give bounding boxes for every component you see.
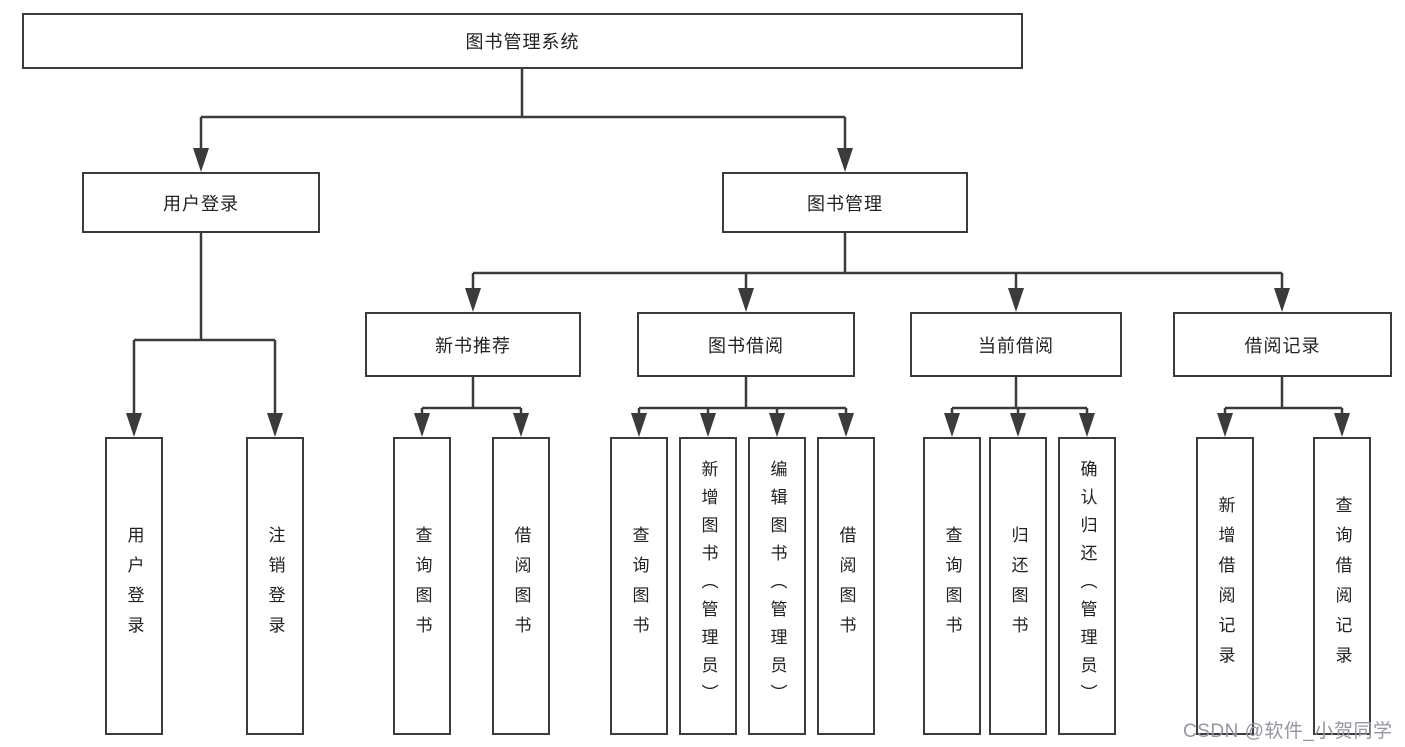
node-current-borrow: 当前借阅	[910, 312, 1122, 377]
node-borrow-records-label: 借阅记录	[1244, 335, 1321, 356]
leaf-borrow-query-books-label: 查询图书	[629, 526, 649, 646]
leaf-newbook-borrow-books: 借阅图书	[492, 437, 550, 735]
leaf-current-query-books-label: 查询图书	[942, 526, 962, 646]
leaf-current-confirm-return-admin: 确认归还（管理员）	[1058, 437, 1116, 735]
leaf-current-return-books: 归还图书	[989, 437, 1047, 735]
node-user-login-branch-label: 用户登录	[163, 193, 239, 214]
leaf-logout-label: 注销登录	[265, 526, 285, 646]
leaf-borrow-query-books: 查询图书	[610, 437, 668, 735]
node-book-borrow: 图书借阅	[637, 312, 855, 377]
leaf-borrow-add-books-admin-label: 新增图书（管理员）	[698, 460, 718, 712]
node-root-system: 图书管理系统	[22, 13, 1023, 69]
leaf-borrow-add-books-admin: 新增图书（管理员）	[679, 437, 737, 735]
leaf-borrow-edit-books-admin-label: 编辑图书（管理员）	[767, 460, 787, 712]
leaf-current-query-books: 查询图书	[923, 437, 981, 735]
node-book-borrow-label: 图书借阅	[708, 335, 784, 356]
node-book-management-branch-label: 图书管理	[807, 193, 883, 214]
leaf-current-confirm-return-admin-label: 确认归还（管理员）	[1077, 460, 1097, 712]
csdn-watermark: CSDN @软件_小贺同学	[1183, 721, 1393, 742]
leaf-records-add-record-label: 新增借阅记录	[1215, 496, 1235, 676]
node-user-login-branch: 用户登录	[82, 172, 320, 233]
leaf-records-query-record: 查询借阅记录	[1313, 437, 1371, 735]
leaf-records-query-record-label: 查询借阅记录	[1332, 496, 1352, 676]
leaf-borrow-borrow-books: 借阅图书	[817, 437, 875, 735]
node-new-book-recommend-label: 新书推荐	[435, 335, 511, 356]
node-root-system-label: 图书管理系统	[465, 32, 580, 52]
node-borrow-records: 借阅记录	[1173, 312, 1392, 377]
leaf-newbook-query-books: 查询图书	[393, 437, 451, 735]
leaf-borrow-edit-books-admin: 编辑图书（管理员）	[748, 437, 806, 735]
node-current-borrow-label: 当前借阅	[978, 335, 1054, 356]
node-new-book-recommend: 新书推荐	[365, 312, 581, 377]
node-book-management-branch: 图书管理	[722, 172, 968, 233]
leaf-current-return-books-label: 归还图书	[1008, 526, 1028, 646]
leaf-borrow-borrow-books-label: 借阅图书	[836, 526, 856, 646]
leaf-records-add-record: 新增借阅记录	[1196, 437, 1254, 735]
leaf-logout: 注销登录	[246, 437, 304, 735]
leaf-newbook-borrow-books-label: 借阅图书	[511, 526, 531, 646]
leaf-user-login-label: 用户登录	[124, 526, 144, 646]
leaf-newbook-query-books-label: 查询图书	[412, 526, 432, 646]
leaf-user-login: 用户登录	[105, 437, 163, 735]
